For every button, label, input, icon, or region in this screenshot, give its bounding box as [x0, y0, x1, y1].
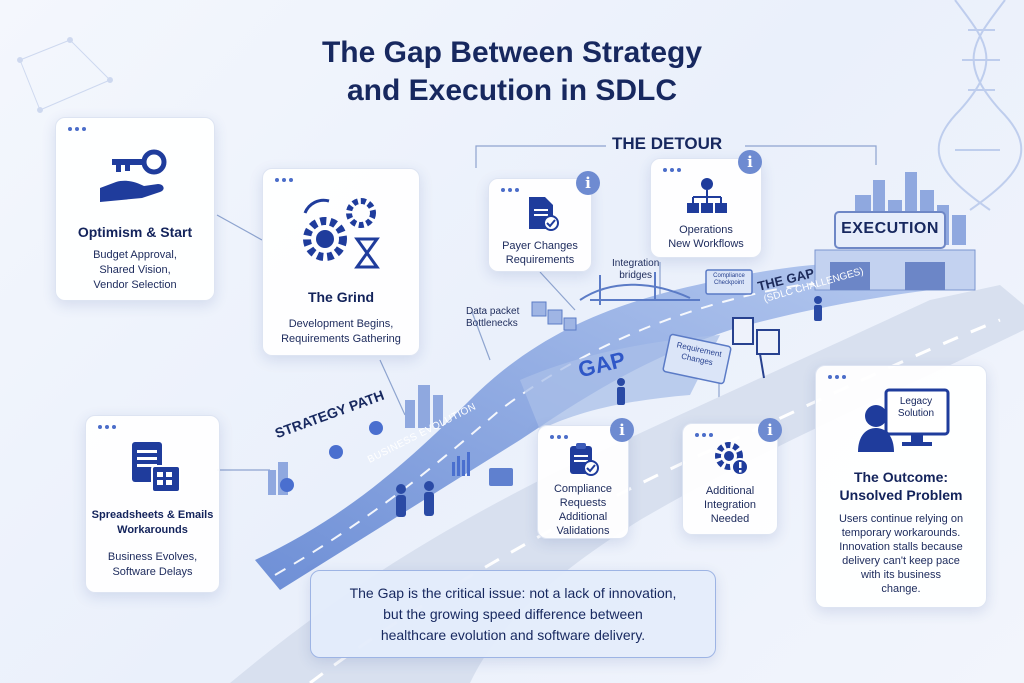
bottom-note-text: The Gap is the critical issue: not a lac…	[349, 585, 677, 643]
title-line-1: The Gap Between Strategy	[321, 36, 703, 69]
clipboard-check-icon	[570, 443, 599, 476]
spreadsheets-card-title: Spreadsheets & Emails Workarounds	[91, 509, 214, 536]
grind-card: The Grind Development Begins, Requiremen…	[262, 168, 420, 356]
data-packet-label: Data packet Bottlenecks	[466, 306, 520, 329]
bottom-note-box: The Gap is the critical issue: not a lac…	[310, 570, 716, 658]
legacy-solution-label: Legacy Solution	[897, 396, 935, 419]
card-dots	[68, 127, 86, 131]
integration-bridges-label: Integration bridges	[612, 258, 660, 281]
spreadsheets-card: Spreadsheets & Emails Workarounds Busine…	[85, 415, 220, 593]
payer-info-icon[interactable]: i	[576, 171, 600, 195]
card-dots	[501, 188, 519, 192]
operations-card: Operations New Workflows	[650, 158, 762, 258]
mini-bar-chart-icon	[452, 452, 470, 476]
legacy-solution-icon	[858, 388, 950, 452]
key-hand-icon	[100, 149, 167, 202]
document-check-icon	[529, 197, 559, 231]
optimism-card-text: Budget Approval, Shared Vision, Vendor S…	[93, 249, 177, 291]
optimism-card: Optimism & Start Budget Approval, Shared…	[55, 117, 215, 301]
execution-label: EXECUTION	[841, 220, 939, 237]
spreadsheets-card-text: Business Evolves, Software Delays	[107, 551, 198, 578]
operations-info-icon[interactable]: i	[738, 150, 762, 174]
card-dots	[550, 435, 568, 439]
card-dots	[695, 433, 713, 437]
card-dots	[98, 425, 116, 429]
grind-card-title: The Grind	[307, 289, 375, 305]
integration-card: Additional Integration Needed	[682, 423, 778, 535]
execution-gateway-icon	[814, 211, 976, 291]
detour-label: THE DETOUR	[612, 134, 723, 153]
dna-helix-decoration	[937, 0, 1023, 211]
page-title: The Gap Between Strategy and Execution i…	[262, 34, 762, 110]
payer-card-text: Payer Changes Requirements	[502, 240, 578, 266]
spreadsheet-icon	[132, 442, 181, 493]
compliance-card: Compliance Requests Additional Validatio…	[537, 425, 629, 539]
compliance-sign-icon	[705, 269, 753, 295]
optimism-card-title: Optimism & Start	[77, 224, 193, 240]
card-dots	[828, 375, 846, 379]
operations-card-text: Operations New Workflows	[668, 224, 744, 250]
gears-hourglass-icon	[303, 198, 380, 269]
title-line-2: and Execution in SDLC	[346, 74, 678, 107]
small-skyline-icon	[268, 385, 443, 495]
outcome-card-text: Users continue relying on temporary work…	[838, 513, 964, 595]
data-packet-icons	[531, 301, 577, 331]
network-decoration	[17, 37, 113, 113]
payer-card: Payer Changes Requirements	[488, 178, 592, 272]
card-dots	[275, 178, 293, 182]
outcome-card: Legacy Solution The Outcome: Unsolved Pr…	[815, 365, 987, 608]
requirement-sign-icon	[662, 333, 732, 385]
envelope-icon	[489, 468, 513, 486]
grind-card-text: Development Begins, Requirements Gatheri…	[281, 318, 401, 345]
org-chart-icon	[687, 178, 727, 213]
card-dots	[663, 168, 681, 172]
check-marker-icons	[280, 421, 383, 492]
integration-card-text: Additional Integration Needed	[704, 485, 756, 525]
road-sign-icon	[732, 317, 780, 379]
compliance-info-icon[interactable]: i	[610, 418, 634, 442]
people-icon	[396, 296, 822, 517]
bridge-icon	[579, 272, 700, 305]
gear-alert-icon	[715, 442, 749, 476]
compliance-card-text: Compliance Requests Additional Validatio…	[553, 483, 613, 537]
compliance-checkpoint-label: Compliance Checkpoint	[713, 273, 745, 286]
integration-info-icon[interactable]: i	[758, 418, 782, 442]
outcome-card-title: The Outcome: Unsolved Problem	[839, 469, 963, 503]
